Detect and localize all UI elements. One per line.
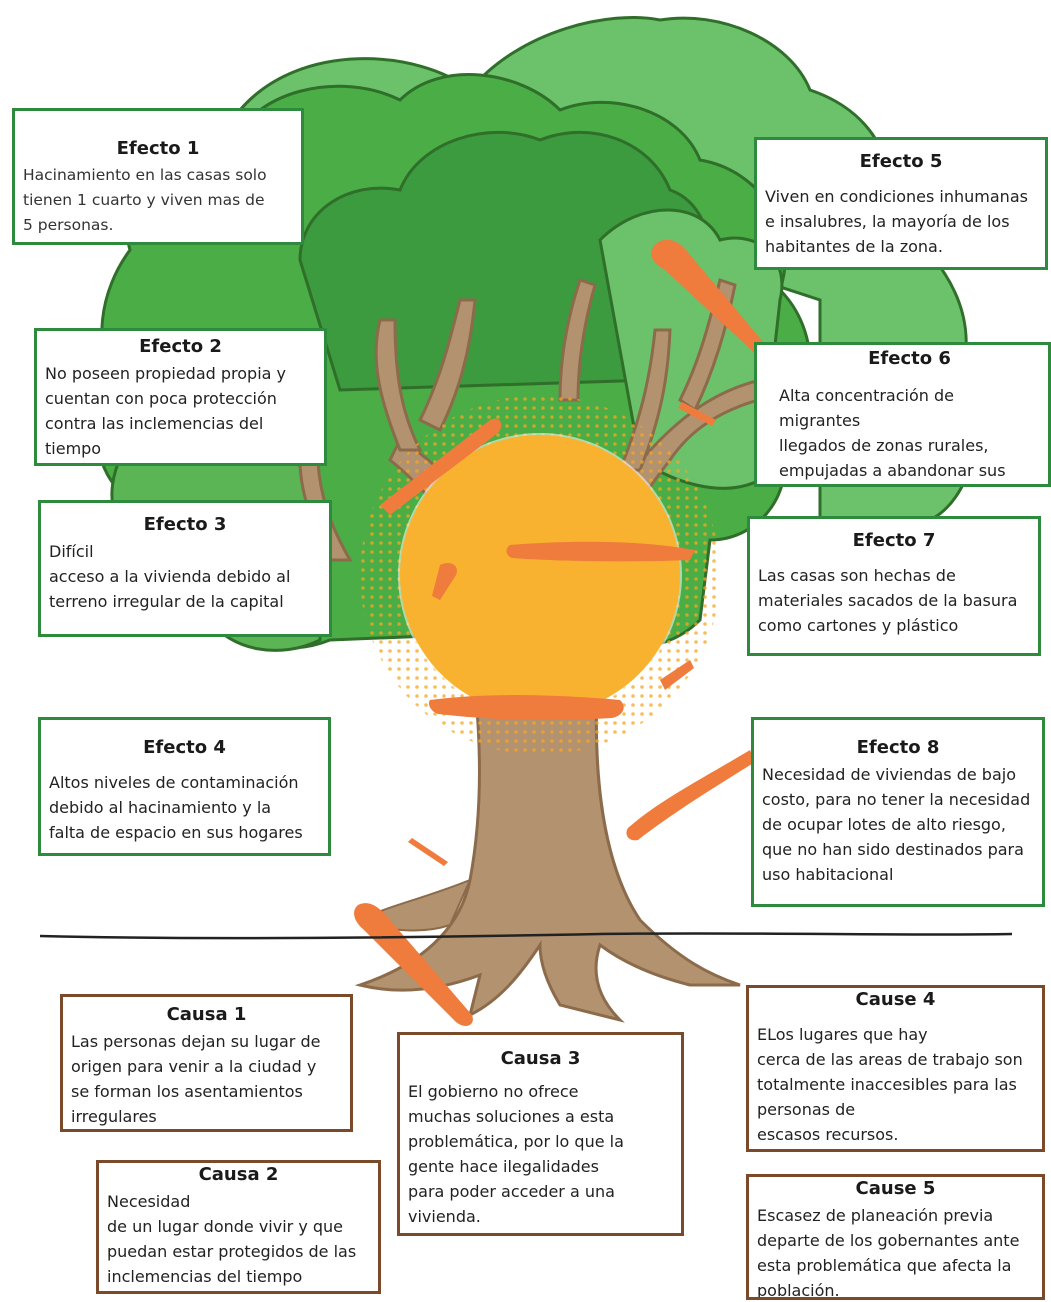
cause-title-5: Cause 5 — [855, 1178, 936, 1199]
effect-card-2: Efecto 2 No poseen propiedad propia y cu… — [34, 328, 327, 466]
cause-title-1: Causa 1 — [166, 1004, 247, 1025]
brush-strokes — [354, 239, 770, 1026]
cause-title-2: Causa 2 — [198, 1164, 279, 1185]
effect-card-4: Efecto 4 Altos niveles de contaminación … — [38, 717, 331, 856]
effect-card-7: Efecto 7 Las casas son hechas de materia… — [747, 516, 1041, 656]
effect-text-3: Difícil acceso a la vivienda debido al t… — [49, 542, 291, 611]
effect-title-6: Efecto 6 — [868, 348, 951, 369]
effect-title-5: Efecto 5 — [859, 151, 943, 172]
effect-card-5: Efecto 5 Viven en condiciones inhumanas … — [754, 137, 1048, 270]
ground-line — [39, 932, 1013, 940]
cause-card-3: Causa 3 El gobierno no ofrece muchas sol… — [397, 1032, 684, 1236]
cause-card-5: Cause 5 Escasez de planeación previa dep… — [746, 1174, 1045, 1300]
cause-card-4: Cause 4 ELos lugares que hay cerca de la… — [746, 985, 1045, 1152]
effect-title-8: Efecto 8 — [856, 737, 940, 758]
effect-title-4: Efecto 4 — [143, 737, 226, 758]
cause-text-2: Necesidad de un lugar donde vivir y que … — [107, 1192, 357, 1286]
effect-text-6: Alta concentración de migrantes llegados… — [779, 386, 1006, 480]
cause-card-1: Causa 1 Las personas dejan su lugar de o… — [60, 994, 353, 1132]
effect-text-1: Hacinamiento en las casas solo tienen 1 … — [23, 166, 267, 234]
effect-card-3: Efecto 3 Difícil acceso a la vivienda de… — [38, 500, 332, 637]
effect-text-8: Necesidad de viviendas de bajo costo, pa… — [762, 765, 1031, 884]
sun — [360, 395, 720, 755]
cause-text-4: ELos lugares que hay cerca de las areas … — [757, 1025, 1023, 1144]
effect-text-5: Viven en condiciones inhumanas e insalub… — [765, 187, 1028, 256]
effect-title-2: Efecto 2 — [139, 336, 222, 357]
cause-text-5: Escasez de planeación previa departe de … — [757, 1206, 1020, 1300]
effect-card-1: Efecto 1 Hacinamiento en las casas solo … — [12, 108, 304, 245]
effect-text-2: No poseen propiedad propia y cuentan con… — [45, 364, 286, 458]
cause-card-2: Causa 2 Necesidad de un lugar donde vivi… — [96, 1160, 381, 1294]
effect-card-6: Efecto 6 Alta concentración de migrantes… — [754, 342, 1051, 487]
effect-text-4: Altos niveles de contaminación debido al… — [49, 773, 303, 842]
effect-text-7: Las casas son hechas de materiales sacad… — [758, 566, 1018, 635]
cause-title-3: Causa 3 — [500, 1048, 581, 1069]
effect-title-3: Efecto 3 — [143, 514, 227, 535]
cause-text-3: El gobierno no ofrece muchas soluciones … — [408, 1082, 624, 1226]
cause-text-1: Las personas dejan su lugar de origen pa… — [71, 1032, 321, 1126]
effect-title-7: Efecto 7 — [852, 530, 936, 551]
cause-title-4: Cause 4 — [855, 989, 936, 1010]
effect-title-1: Efecto 1 — [116, 138, 200, 159]
effect-card-8: Efecto 8 Necesidad de viviendas de bajo … — [751, 717, 1045, 907]
